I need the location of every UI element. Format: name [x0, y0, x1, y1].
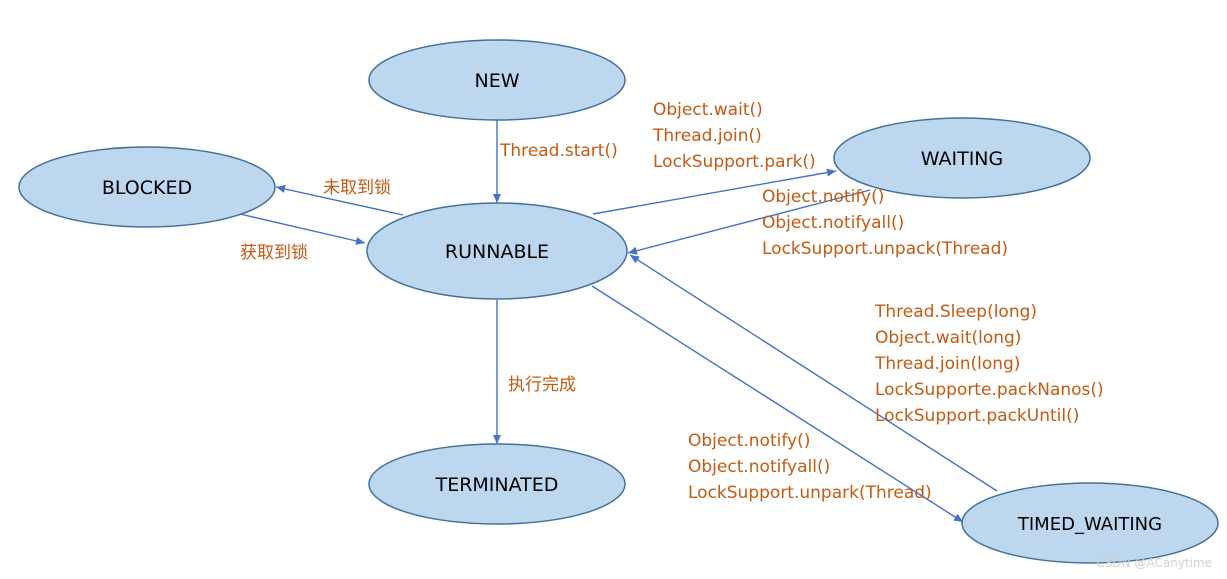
label-from-waiting-line: Object.notifyall() — [762, 213, 904, 233]
node-waiting: WAITING — [833, 117, 1091, 199]
label-to-waiting-line: Thread.join() — [652, 126, 762, 146]
label-from-timed-line: Object.notifyall() — [688, 457, 830, 477]
node-timed-waiting: TIMED_WAITING — [961, 482, 1219, 564]
label-from-waiting: Object.notify() Object.notifyall() LockS… — [762, 187, 1008, 259]
node-terminated: TERMINATED — [368, 443, 626, 525]
label-to-waiting-line: LockSupport.park() — [653, 152, 816, 172]
node-blocked-label: BLOCKED — [102, 177, 192, 199]
edge-runnable-to-blocked — [275, 185, 404, 216]
node-waiting-label: WAITING — [921, 148, 1004, 170]
label-to-waiting: Object.wait() Thread.join() LockSupport.… — [652, 100, 816, 172]
edge-runnable-to-timed-waiting — [591, 285, 964, 523]
label-no-lock: 未取到锁 — [323, 178, 391, 198]
label-thread-start: Thread.start() — [499, 141, 618, 161]
label-to-waiting-line: Object.wait() — [653, 100, 763, 120]
node-runnable-label: RUNNABLE — [445, 241, 549, 263]
label-got-lock: 获取到锁 — [240, 243, 308, 263]
node-timed-waiting-label: TIMED_WAITING — [1017, 514, 1162, 535]
label-to-timed-line: Thread.join(long) — [874, 354, 1020, 374]
node-runnable: RUNNABLE — [366, 202, 628, 300]
edge-waiting-to-runnable — [627, 189, 871, 255]
label-from-waiting-line: Object.notify() — [762, 187, 884, 207]
node-blocked: BLOCKED — [18, 146, 276, 228]
label-from-waiting-line: LockSupport.unpack(Thread) — [762, 239, 1008, 259]
label-from-timed-line: LockSupport.unpark(Thread) — [688, 483, 932, 503]
label-to-timed-line: LockSupport.packUntil() — [875, 406, 1079, 426]
label-to-timed-line: Object.wait(long) — [875, 328, 1021, 348]
node-terminated-label: TERMINATED — [435, 474, 559, 496]
label-to-timed-line: Thread.Sleep(long) — [874, 302, 1037, 322]
edge-runnable-to-waiting — [592, 168, 837, 215]
node-new-label: NEW — [474, 70, 519, 92]
label-to-timed-waiting: Thread.Sleep(long) Object.wait(long) Thr… — [874, 302, 1104, 426]
label-from-timed-line: Object.notify() — [688, 431, 810, 451]
watermark: CSDN @ACanytime — [1096, 556, 1212, 570]
label-from-timed-waiting: Object.notify() Object.notifyall() LockS… — [688, 431, 932, 503]
node-new: NEW — [368, 39, 626, 121]
edge-timed-waiting-to-runnable — [629, 254, 998, 492]
edge-blocked-to-runnable — [239, 213, 366, 245]
label-done: 执行完成 — [508, 375, 576, 395]
label-to-timed-line: LockSupporte.packNanos() — [875, 380, 1104, 400]
